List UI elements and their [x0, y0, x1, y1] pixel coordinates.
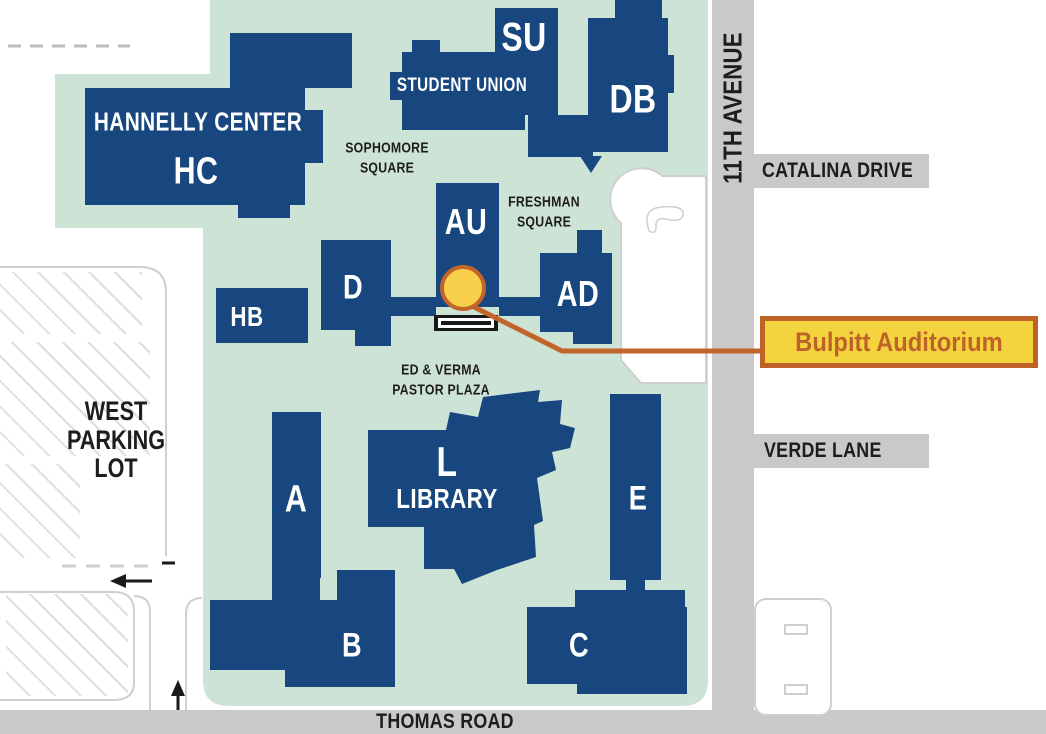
parking-hatch-row [0, 342, 150, 456]
parking-road-edge [0, 266, 167, 556]
building-d-code: D [342, 268, 364, 307]
building-l-name: LIBRARY [396, 483, 498, 514]
building-hc-code: HC [173, 150, 219, 193]
arrow-up-icon [171, 680, 185, 712]
stage-steps-icon [434, 315, 498, 331]
building-l[interactable] [368, 390, 575, 584]
building-ad[interactable] [540, 230, 612, 344]
bulpitt-auditorium-marker[interactable] [440, 265, 486, 311]
building-a-code: A [284, 478, 308, 521]
arrow-left-icon [110, 574, 152, 588]
building-db[interactable] [528, 0, 674, 173]
building-su-name: STUDENT UNION [396, 75, 528, 96]
parking-hatch-row [6, 594, 128, 696]
building-ad-code: AD [556, 273, 600, 314]
building-slot [784, 624, 808, 635]
building-hc-name: HANNELLY CENTER [93, 106, 303, 137]
building-d[interactable] [321, 240, 391, 346]
campus-entrance-area [609, 167, 707, 384]
building-su[interactable] [390, 8, 558, 130]
bulpitt-auditorium-callout[interactable]: Bulpitt Auditorium [760, 316, 1038, 368]
building-e[interactable] [610, 394, 661, 594]
street-catalina-drive [748, 154, 929, 188]
driveway-edge [185, 597, 203, 712]
street-11th-avenue [712, 0, 754, 712]
building-l-code: L [436, 438, 458, 485]
building-db-code: DB [609, 77, 657, 122]
street-thomas-road [0, 710, 1046, 734]
building-hb-code: HB [230, 301, 264, 332]
building-b-code: B [341, 626, 363, 665]
callout-label: Bulpitt Auditorium [795, 326, 1003, 357]
parking-hatch-row [0, 464, 80, 558]
street-verde-lane-label: VERDE LANE [764, 439, 882, 462]
parking-lot-outline [0, 591, 135, 701]
driveway-edge [133, 595, 151, 712]
street-verde-lane [750, 434, 929, 468]
building-hb[interactable] [216, 288, 308, 343]
street-catalina-drive-label: CATALINA DRIVE [762, 159, 913, 182]
building-b[interactable] [210, 550, 395, 687]
building-slot [784, 684, 808, 695]
outlined-building [754, 598, 832, 716]
building-c-code: C [568, 626, 590, 665]
building-hc[interactable] [85, 33, 352, 218]
building-c[interactable] [527, 590, 687, 694]
building-au-code: AU [444, 201, 488, 242]
building-e-code: E [628, 479, 648, 518]
street-thomas-road-label: THOMAS ROAD [376, 710, 514, 733]
entrance-island [646, 205, 684, 234]
parking-hatch-row [0, 272, 142, 334]
building-su-code: SU [501, 15, 547, 60]
west-parking-lot-label: WEST PARKING LOT [66, 396, 166, 484]
